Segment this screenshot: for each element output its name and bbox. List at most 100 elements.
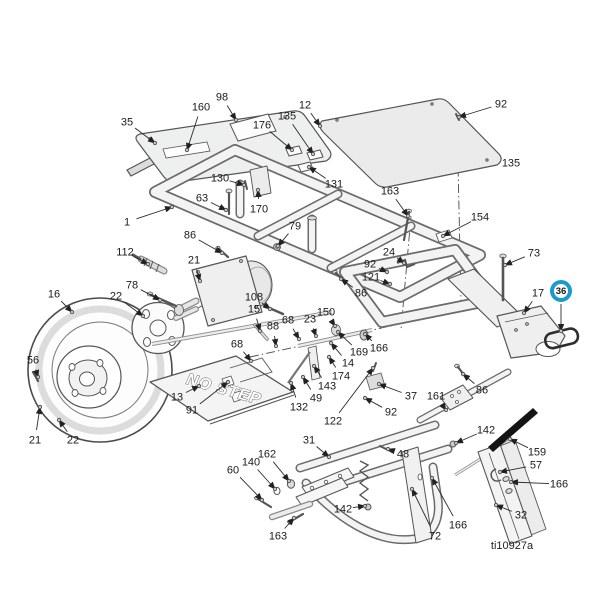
wedge-159 xyxy=(488,408,538,452)
fastener-dot-169 xyxy=(335,329,341,335)
leader-line-91 xyxy=(199,381,229,405)
leader-line-57 xyxy=(499,466,527,474)
fastener-dot-91 xyxy=(225,379,231,385)
leader-line-16 xyxy=(60,300,73,313)
callout-57: 57 xyxy=(530,460,542,472)
leader-line-135 xyxy=(292,124,314,155)
fastener-dot-140 xyxy=(272,486,278,492)
callout-35: 35 xyxy=(121,117,133,129)
fastener-dot-166 xyxy=(362,331,368,337)
leg-strap xyxy=(401,446,433,544)
callout-154: 154 xyxy=(471,212,489,224)
callout-176: 176 xyxy=(253,120,271,132)
fastener-dot-14 xyxy=(328,340,334,346)
fastener-dot-130 xyxy=(241,182,247,188)
cover-plate xyxy=(319,98,502,188)
leader-line-112 xyxy=(133,256,149,265)
fastener-dot-112 xyxy=(145,261,151,267)
callout-68: 68 xyxy=(282,315,294,327)
leader-line-142 xyxy=(455,433,477,444)
diagram-caption: ti10927a xyxy=(491,540,534,552)
fastener-dot-143 xyxy=(311,363,317,369)
fastener-dot-16 xyxy=(69,309,75,315)
fastener-dot-78 xyxy=(157,297,163,303)
fastener-dot-86 xyxy=(338,276,344,282)
leader-line-92 xyxy=(364,397,383,408)
callout-22: 22 xyxy=(67,435,79,447)
hub-flange xyxy=(131,301,199,355)
leader-line-21 xyxy=(35,406,43,431)
leader-line-86 xyxy=(198,239,223,254)
fastener-dot-21 xyxy=(37,404,43,410)
callout-92: 92 xyxy=(385,407,397,419)
fastener-dot-98 xyxy=(233,117,239,123)
bolt-63 xyxy=(225,188,233,216)
callout-1: 1 xyxy=(124,217,130,229)
fastener-dot-48 xyxy=(385,446,391,452)
fastener-dot-92 xyxy=(456,114,462,120)
fastener-dot-132 xyxy=(288,380,294,386)
fastener-dot-31 xyxy=(326,454,332,460)
callout-98: 98 xyxy=(216,92,228,104)
callout-112: 112 xyxy=(116,247,134,259)
callout-88: 88 xyxy=(267,321,279,333)
drawing-layer: NO STEP xyxy=(27,98,580,552)
fastener-dot-166 xyxy=(508,479,514,485)
callout-14: 14 xyxy=(342,358,354,370)
fastener-dot-142 xyxy=(453,440,459,446)
fastener-dot-122 xyxy=(370,365,376,371)
leader-line-176 xyxy=(269,131,293,151)
callout-135: 135 xyxy=(502,158,520,170)
callout-143: 143 xyxy=(318,381,336,393)
fastener-dot-49 xyxy=(300,374,306,380)
bolt-108 xyxy=(263,303,285,316)
callout-79: 79 xyxy=(289,221,301,233)
callout-21: 21 xyxy=(29,435,41,447)
leader-line-17 xyxy=(523,300,533,314)
leader-line-13 xyxy=(185,385,200,393)
fastener-dot-121 xyxy=(387,281,393,287)
step-bracket xyxy=(229,357,273,383)
fastener-dot-150 xyxy=(332,323,338,329)
leader-line-92 xyxy=(458,106,492,118)
callout-13: 13 xyxy=(171,392,183,404)
leader-line-15 xyxy=(255,318,262,332)
fastener-dot-154 xyxy=(440,233,446,239)
leader-line-35 xyxy=(134,127,156,144)
fastener-dot-36 xyxy=(558,328,564,334)
fastener-dot-88 xyxy=(273,343,279,349)
leader-line-22 xyxy=(58,419,68,433)
fastener-dot-60 xyxy=(259,497,265,503)
fastener-dot-68 xyxy=(296,336,302,342)
callout-72: 72 xyxy=(429,531,441,543)
leader-line-143 xyxy=(313,365,322,378)
callout-92: 92 xyxy=(495,99,507,111)
valve-block xyxy=(365,362,386,391)
callout-162: 162 xyxy=(258,449,276,461)
callout-24: 24 xyxy=(383,247,395,259)
callout-86: 86 xyxy=(476,385,488,397)
callout-16: 16 xyxy=(48,289,60,301)
leader-line-169 xyxy=(337,331,353,346)
fastener-dot-22 xyxy=(140,313,146,319)
leader-line-12 xyxy=(310,112,321,127)
leader-line-37 xyxy=(378,383,402,393)
callout-60: 60 xyxy=(227,465,239,477)
callout-78: 78 xyxy=(126,280,138,292)
callout-86: 86 xyxy=(355,288,367,300)
fastener-dot-15 xyxy=(257,328,263,334)
fastener-dot-92 xyxy=(384,269,390,275)
callout-161: 161 xyxy=(427,391,445,403)
fastener-dot-86 xyxy=(219,250,225,256)
leader-line-31 xyxy=(316,446,330,458)
callout-166: 166 xyxy=(550,479,568,491)
fastener-dot-160 xyxy=(184,147,190,153)
stand-assembly xyxy=(254,420,453,545)
leader-line-160 xyxy=(186,116,199,151)
leader-line-122 xyxy=(338,367,374,414)
leader-line-166 xyxy=(510,479,550,486)
spring xyxy=(358,460,370,502)
fastener-dot-86 xyxy=(460,371,466,377)
callout-163: 163 xyxy=(269,531,287,543)
fastener-dot-17 xyxy=(521,310,527,316)
